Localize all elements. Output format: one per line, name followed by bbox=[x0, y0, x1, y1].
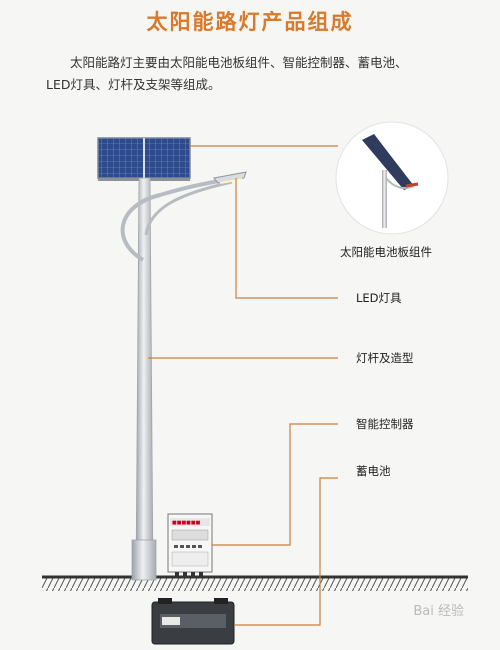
intro-line-2: LED灯具、灯杆及支架等组成。 bbox=[46, 77, 221, 92]
page-title: 太阳能路灯产品组成 bbox=[146, 10, 354, 34]
lamp-arm bbox=[120, 176, 241, 262]
label-solar-panel: 太阳能电池板组件 bbox=[340, 245, 432, 259]
leader-lines bbox=[148, 145, 338, 626]
battery bbox=[151, 598, 235, 645]
svg-text:■■■■■■: ■■■■■■ bbox=[172, 520, 201, 526]
ground bbox=[42, 575, 468, 591]
led-lamp-head bbox=[213, 171, 247, 184]
leader-controller bbox=[212, 423, 338, 546]
label-battery: 蓄电池 bbox=[356, 464, 391, 478]
watermark: Bai 经验 bbox=[413, 604, 464, 619]
solar-panel-inset bbox=[335, 121, 449, 235]
leader-battery bbox=[234, 477, 338, 626]
controller-box: ■■■■■■ bbox=[167, 513, 213, 577]
intro-text: 太阳能路灯主要由太阳能电池板组件、智能控制器、蓄电池、 LED灯具、灯杆及支架等… bbox=[46, 52, 466, 96]
label-controller: 智能控制器 bbox=[356, 417, 414, 431]
light-pole bbox=[131, 177, 157, 581]
label-pole: 灯杆及造型 bbox=[356, 351, 414, 365]
intro-line-1: 太阳能路灯主要由太阳能电池板组件、智能控制器、蓄电池、 bbox=[70, 55, 408, 70]
label-led: LED灯具 bbox=[356, 291, 402, 305]
leader-led bbox=[235, 178, 338, 299]
solar-panel bbox=[97, 137, 191, 181]
